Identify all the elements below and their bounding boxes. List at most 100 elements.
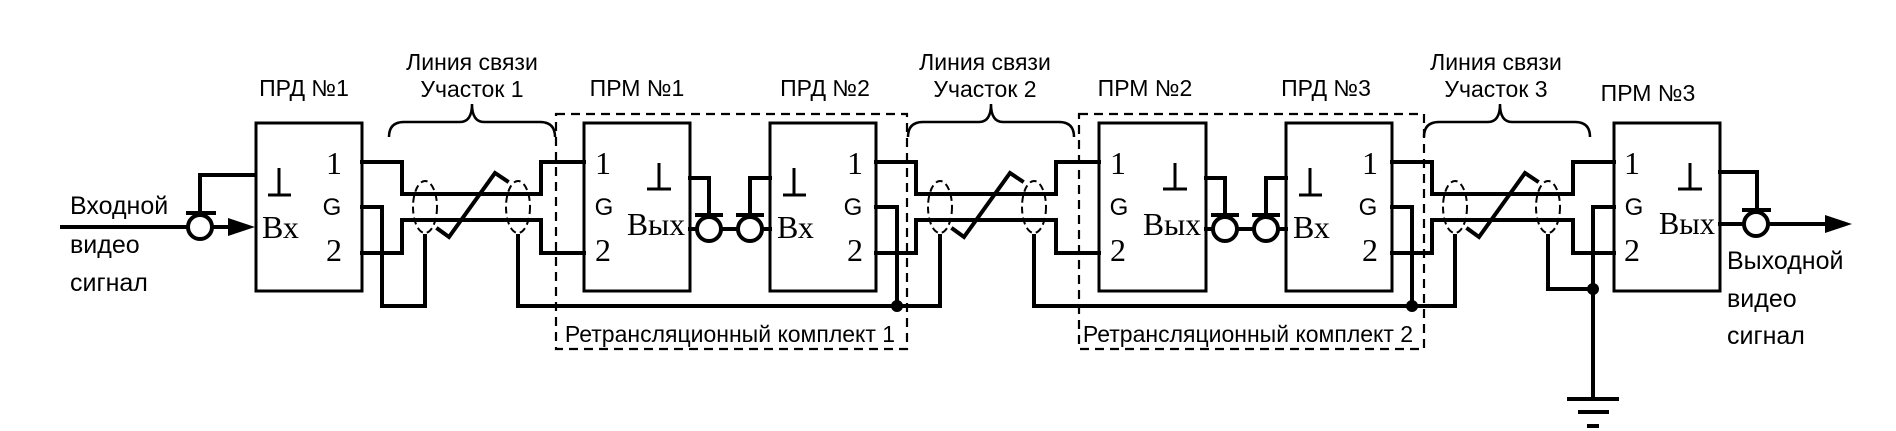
unit-label: ПРМ №2: [1098, 75, 1193, 101]
pin-g: G: [1110, 194, 1129, 221]
relay-1-link: [688, 176, 772, 243]
line-break-icon: [1465, 170, 1540, 240]
line-label-2: Линия связи Участок 2: [919, 49, 1051, 102]
ground-symbol-icon: [647, 163, 671, 191]
pin-g: G: [595, 194, 614, 221]
output-signal: Выходной видео сигнал: [1718, 170, 1852, 350]
input-signal: Входной видео сигнал: [60, 173, 257, 297]
prd1-shield-wire: [360, 205, 427, 308]
communication-lines: [360, 103, 1616, 255]
unit-prd1: ПРД №1 Вх 1 G 2: [254, 75, 364, 293]
cable-shield-icon: [1442, 180, 1468, 234]
cable-section-1: [360, 103, 586, 255]
unit-prd3: ПРД №3 Вх 1 G 2: [1281, 75, 1394, 293]
junction-dot: [1406, 300, 1418, 312]
cable-section-3: [1390, 103, 1616, 255]
conductor-2: [1390, 218, 1616, 255]
earth-ground-icon: [1567, 397, 1619, 428]
line-label-title: Линия связи: [406, 49, 538, 75]
output-ground-wire: [1718, 170, 1759, 212]
line-label-3: Линия связи Участок 3: [1430, 49, 1562, 102]
conductor-2: [360, 218, 586, 255]
unit-label: ПРД №1: [259, 75, 349, 101]
conductor-1: [874, 160, 1101, 196]
relay-set-1: Ретрансляционный комплект 1: [554, 112, 909, 351]
io-label: Вых: [1143, 206, 1201, 242]
pin-g: G: [844, 194, 863, 221]
line-break-icon: [950, 170, 1025, 240]
unit-box: [1097, 121, 1208, 293]
ground-symbol-icon: [268, 168, 291, 197]
line-break-icon: [435, 170, 510, 240]
junction-dot: [891, 300, 903, 312]
io-label: Вх: [262, 209, 299, 245]
relay-set-2: Ретрансляционный комплект 2: [1077, 112, 1426, 351]
cable-section-2: [874, 103, 1101, 255]
prd3-ground-wire: [1264, 176, 1288, 217]
unit-box: [254, 121, 364, 293]
ground-buses: [360, 205, 1616, 401]
cable-shield-icon: [505, 180, 531, 234]
brace-icon: [387, 103, 557, 138]
prd2-ground-wire: [748, 176, 772, 217]
line-label-title: Линия связи: [1430, 49, 1562, 75]
coax-connector-icon: [186, 211, 216, 241]
pin-g: G: [1359, 194, 1378, 221]
output-label-line1: Выходной: [1727, 247, 1843, 275]
bus-2: [1032, 234, 1414, 308]
pin-2: 2: [1362, 232, 1378, 268]
conductor-1: [1390, 160, 1616, 196]
cable-shield-icon: [1021, 180, 1047, 234]
input-ground-wire: [198, 173, 257, 215]
unit-prm3: ПРМ №3 1 G 2 Вых: [1601, 80, 1722, 293]
ground-symbol-icon: [1163, 163, 1187, 191]
pin-2: 2: [1110, 232, 1126, 268]
prm3-ground-wire: [1591, 205, 1616, 401]
pin-g: G: [323, 194, 342, 221]
io-label: Вх: [777, 209, 814, 245]
unit-prm1: ПРМ №1 1 G 2 Вых: [582, 75, 692, 293]
ground-symbol-icon: [1678, 163, 1702, 191]
pin-1: 1: [1110, 145, 1126, 181]
output-label-line3: сигнал: [1727, 322, 1805, 350]
line-label-section: Участок 1: [420, 76, 523, 102]
line-label-title: Линия связи: [919, 49, 1051, 75]
input-label-line3: сигнал: [70, 269, 148, 297]
unit-box: [1284, 121, 1394, 293]
prm1-ground-wire: [688, 176, 711, 217]
line-label-section: Участок 3: [1444, 76, 1547, 102]
conductor-1: [360, 160, 586, 196]
cable-shield-icon: [1535, 180, 1561, 234]
pin-2: 2: [595, 232, 611, 268]
relay-set-frame: [1077, 112, 1426, 351]
pin-1: 1: [326, 145, 342, 181]
pin-1: 1: [595, 145, 611, 181]
pin-2: 2: [847, 232, 863, 268]
conductor-2: [874, 218, 1101, 255]
bus-3: [1546, 234, 1595, 291]
brace-icon: [906, 103, 1076, 138]
ground-symbol-icon: [1299, 168, 1322, 197]
line-label-section: Участок 2: [933, 76, 1036, 102]
coax-connector-icon: [1211, 213, 1239, 243]
input-label-line2: видео: [70, 231, 140, 259]
coax-connector-icon: [1252, 213, 1280, 243]
io-label: Вых: [1659, 205, 1715, 241]
io-label: Вх: [1293, 209, 1330, 245]
io-label: Вых: [627, 206, 685, 242]
pin-2: 2: [326, 232, 342, 268]
coax-connector-icon: [1742, 208, 1771, 238]
cable-shield-icon: [412, 180, 438, 234]
pin-1: 1: [1624, 145, 1640, 181]
ground-symbol-icon: [783, 168, 806, 197]
unit-label: ПРД №3: [1281, 75, 1371, 101]
coax-connector-icon: [695, 213, 723, 243]
output-label-line2: видео: [1727, 285, 1797, 313]
relay-2-link: [1204, 176, 1288, 243]
pin-2: 2: [1624, 232, 1640, 268]
prm2-ground-wire: [1204, 176, 1227, 217]
pin-g: G: [1625, 194, 1644, 221]
input-label-line1: Входной: [70, 192, 168, 220]
unit-label: ПРД №2: [780, 75, 870, 101]
